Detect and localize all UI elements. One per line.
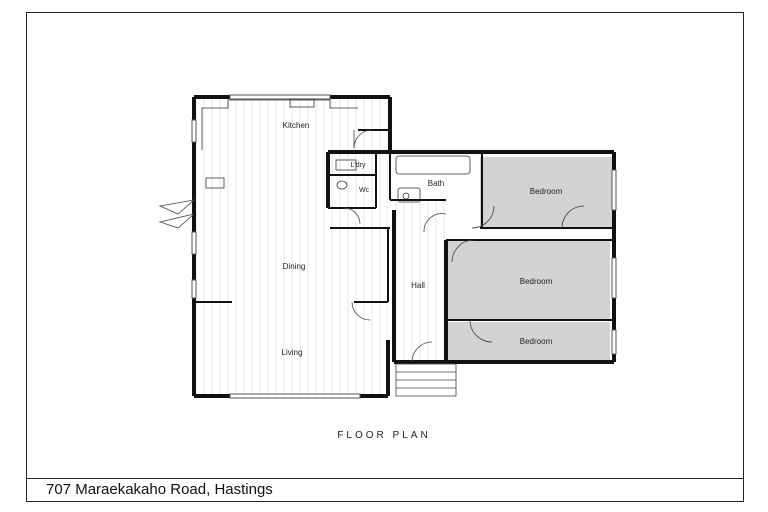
windows	[191, 94, 617, 399]
kitchen-label: Kitchen	[283, 121, 310, 130]
wc-label: Wc	[359, 187, 370, 194]
hall-floor	[395, 200, 447, 360]
dining-label: Dining	[283, 262, 306, 271]
bedroom-2-fill	[448, 240, 610, 320]
exterior-french-doors	[158, 199, 196, 229]
bedroom-1-label: Bedroom	[530, 187, 563, 196]
bedroom-3-fill	[448, 322, 610, 360]
kitchen-bench	[201, 98, 358, 189]
entry-steps	[395, 363, 457, 397]
property-address: 707 Maraekakaho Road, Hastings	[46, 481, 273, 498]
hall-label: Hall	[411, 281, 425, 290]
kitchen-dining-living-floor	[194, 97, 388, 396]
plan-title: FLOOR PLAN	[337, 430, 431, 441]
bath-label: Bath	[428, 179, 444, 188]
interior-walls	[196, 129, 614, 321]
bedroom-3-label: Bedroom	[520, 337, 553, 346]
laundry-label: L'dry	[351, 162, 366, 169]
drawing-frame	[26, 12, 744, 502]
bedroom-1-fill	[480, 157, 612, 228]
living-label: Living	[282, 348, 303, 357]
doors	[343, 129, 585, 363]
bedroom-2-label: Bedroom	[520, 277, 553, 286]
bathroom-fixtures	[335, 155, 471, 203]
footer-divider	[26, 478, 744, 479]
